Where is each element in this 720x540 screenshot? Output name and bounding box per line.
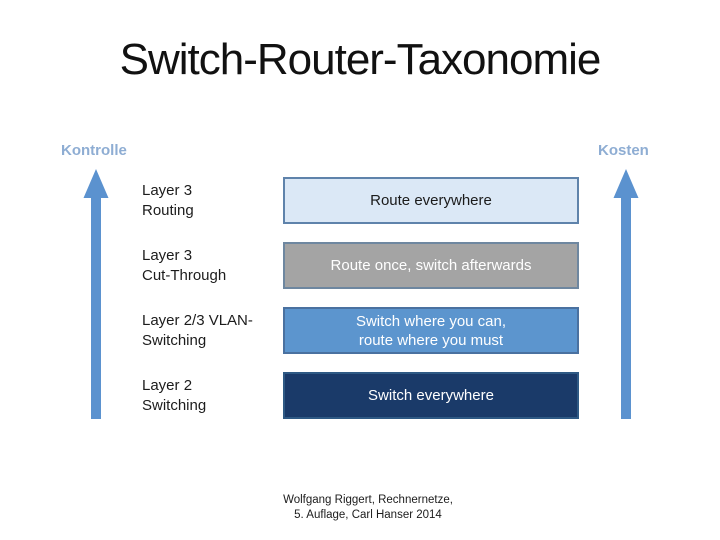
row-label: Layer 3 Cut-Through — [142, 246, 227, 284]
taxonomy-row-layer3-cut-through: Layer 3 Cut-Through Route once, switch a… — [0, 242, 720, 289]
row-label: Layer 2 Switching — [142, 376, 207, 414]
taxonomy-box-route-once-switch-afterwards: Route once, switch afterwards — [283, 242, 579, 289]
up-arrow-icon-right — [613, 169, 639, 419]
taxonomy-row-layer23-vlan-switching: Layer 2/3 VLAN- Switching Switch where y… — [0, 307, 720, 354]
taxonomy-box-route-everywhere: Route everywhere — [283, 177, 579, 224]
footer-citation: Wolfgang Riggert, Rechnernetze, 5. Aufla… — [283, 494, 453, 521]
axis-label-kontrolle: Kontrolle — [61, 142, 127, 159]
axis-label-kosten: Kosten — [598, 142, 649, 159]
taxonomy-box-switch-where-you-can: Switch where you can, route where you mu… — [283, 307, 579, 354]
up-arrow-icon-left — [83, 169, 109, 419]
taxonomy-row-layer3-routing: Layer 3 Routing Route everywhere — [0, 177, 720, 224]
row-label: Layer 3 Routing — [142, 181, 194, 219]
taxonomy-box-switch-everywhere: Switch everywhere — [283, 372, 579, 419]
row-label: Layer 2/3 VLAN- Switching — [142, 311, 253, 349]
taxonomy-row-layer2-switching: Layer 2 Switching Switch everywhere — [0, 372, 720, 419]
page-title: Switch-Router-Taxonomie — [119, 35, 602, 84]
